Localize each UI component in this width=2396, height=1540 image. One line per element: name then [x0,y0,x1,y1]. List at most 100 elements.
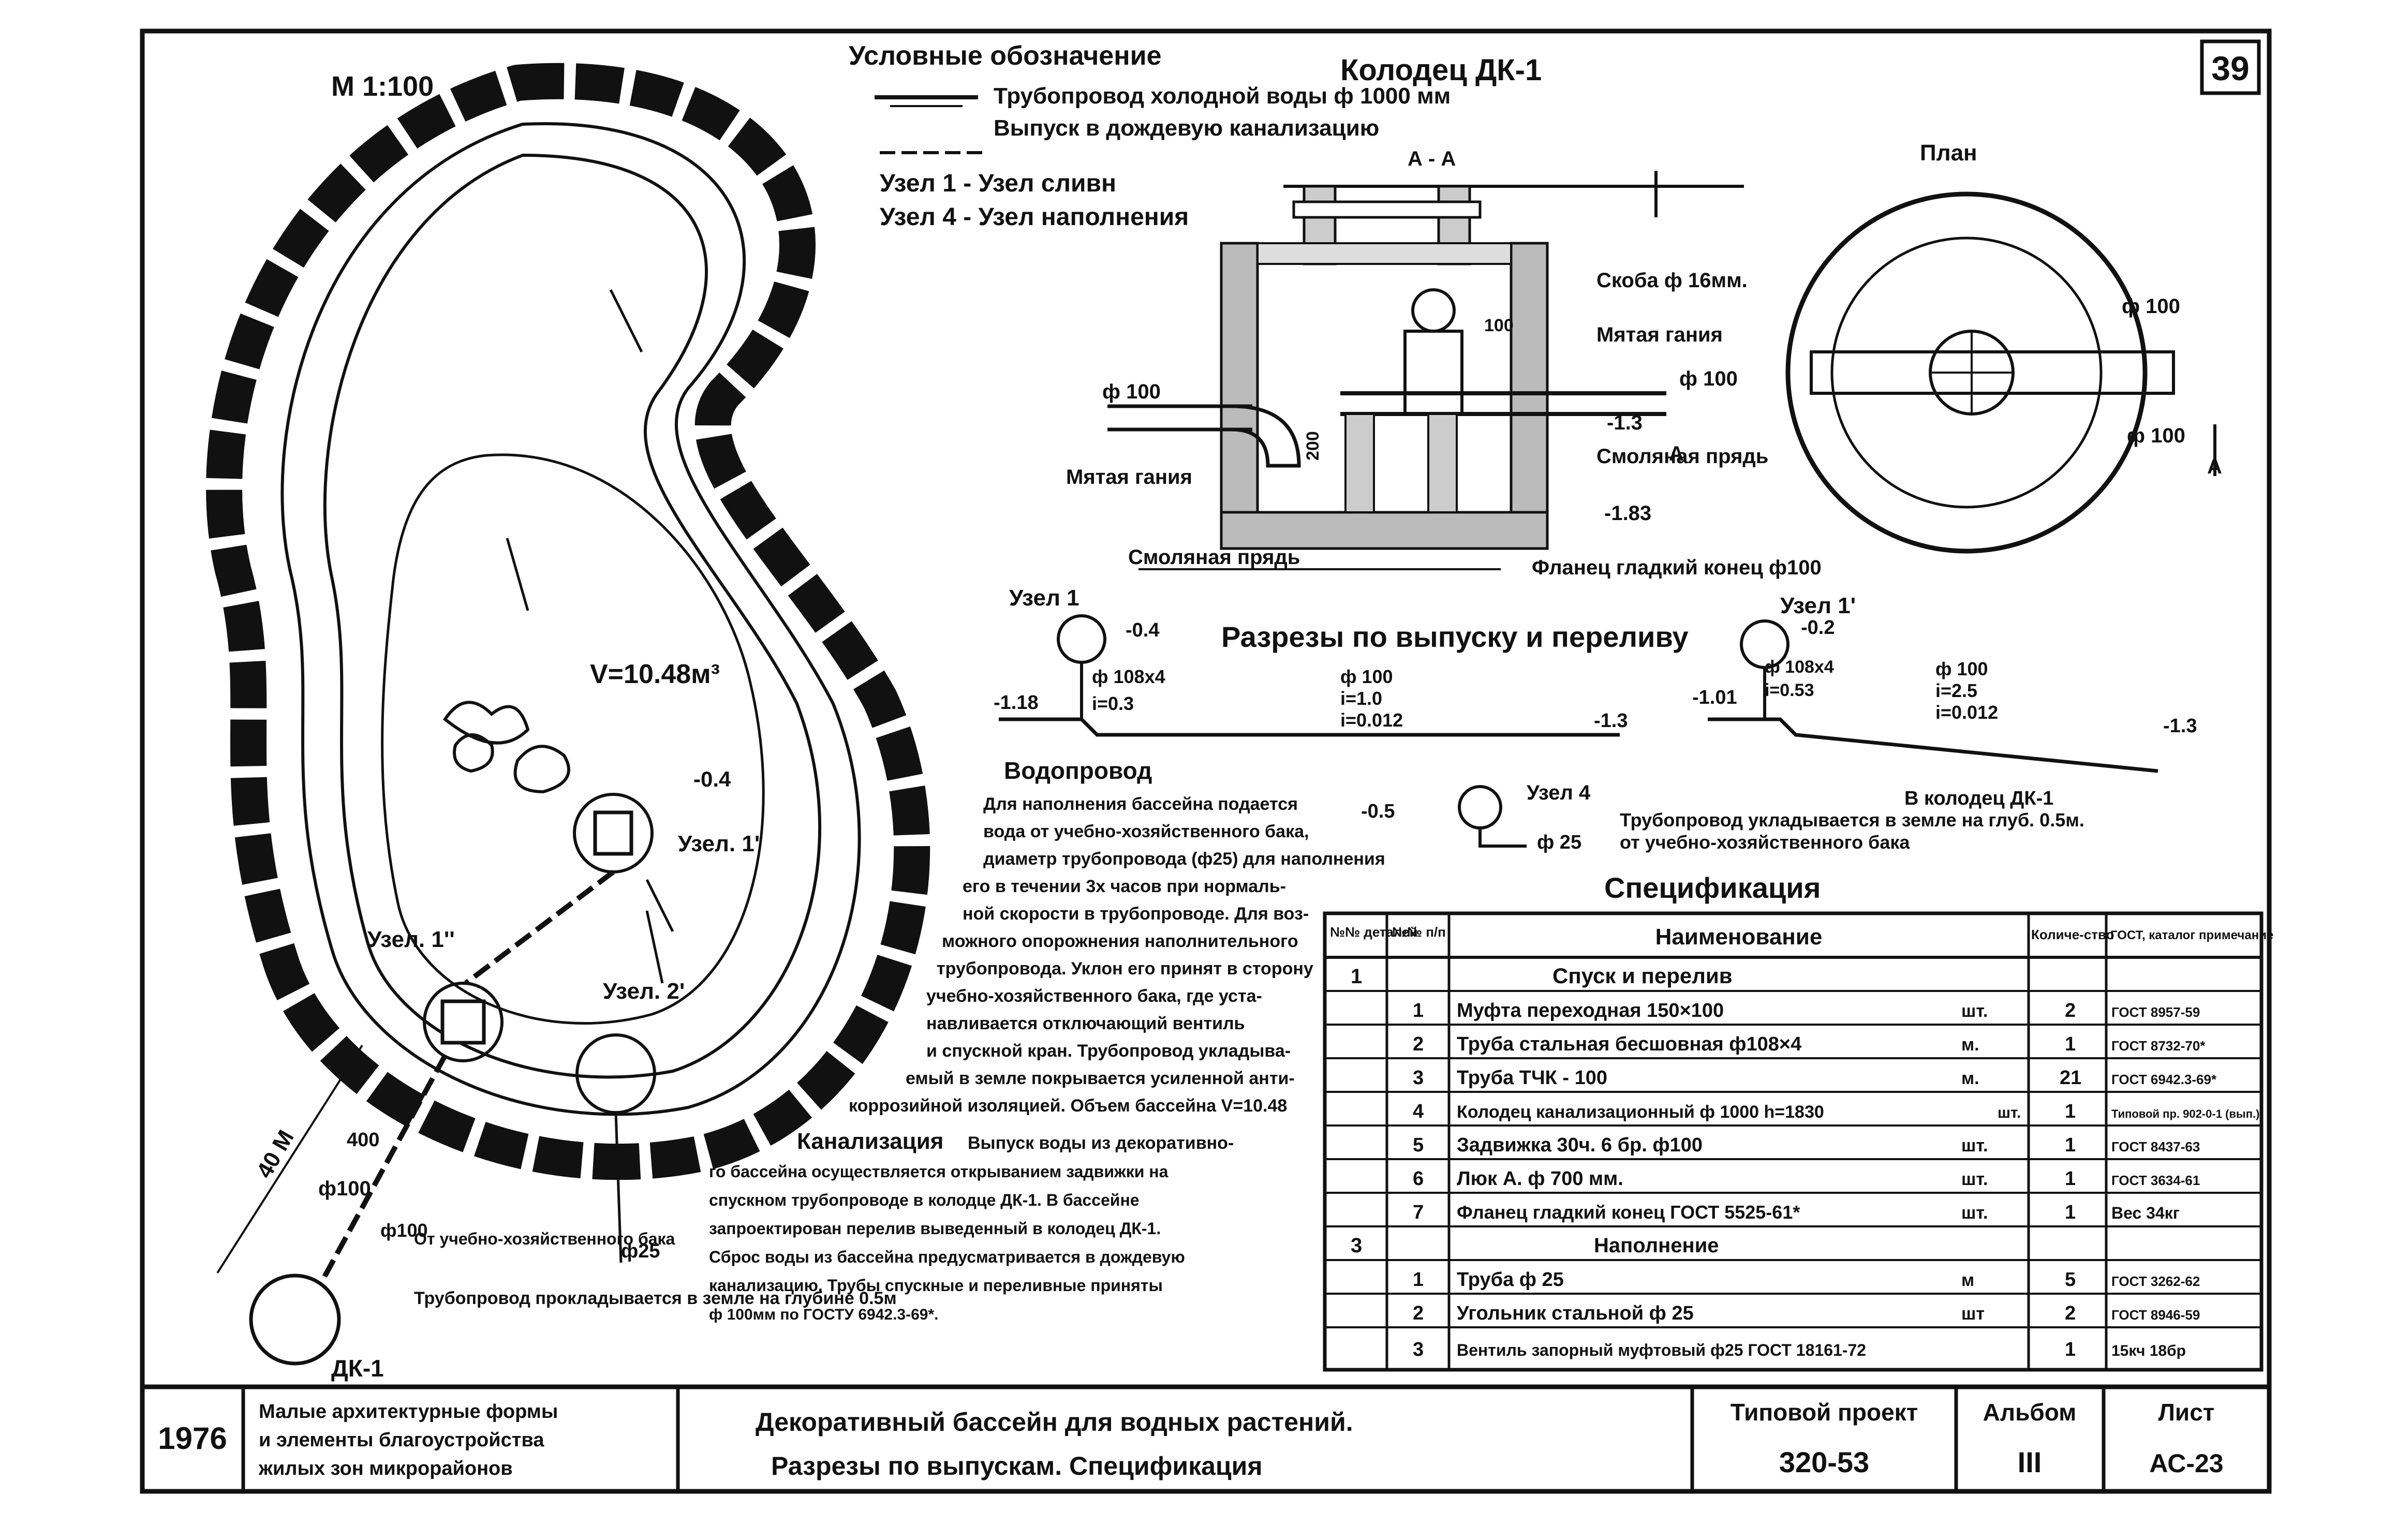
label-resin-strand: Смоляная прядь [1596,445,1768,468]
profile-right [1708,717,2158,773]
tb-series-1: и элементы благоустройства [259,1429,544,1451]
sections-title: Разрезы по выпуску и переливу [1221,620,1689,653]
plan-well-dk1 [249,1274,341,1366]
spec-r9-num: 1 [1413,1269,1424,1291]
plant-cluster [442,701,570,794]
spec-r10-name: Угольник стальной ф 25 [1457,1302,1694,1324]
spec-r1-num: 1 [1413,1000,1424,1021]
spec-r1-name: Муфта переходная 150×100 [1457,1000,1724,1021]
spec-h-det: №№ деталей [1330,924,1418,940]
plan-node1-double-label: Узел. 1'' [367,927,455,952]
spec-r4-note: Типовой пр. 902-0-1 (вып.) [2111,1107,2259,1120]
spec-r5-note: ГОСТ 8437-63 [2111,1139,2200,1154]
sec-label-12: ф 100 [1935,658,1988,679]
spec-table: Спецификация №№ деталей №№ п/п Наименова… [1323,871,2273,1372]
label-resin-bottom: Смоляная прядь [1128,546,1300,569]
node4-circle [1458,785,1502,830]
spec-h-num: №№ п/п [1392,924,1446,940]
sec-label-8: -0.2 [1801,617,1835,639]
spec-r3-unit: м. [1961,1069,1979,1088]
pool-contour-1 [323,153,822,1079]
spec-r7-qty: 1 [2065,1202,2076,1223]
plan-d100-top: ф 100 [2122,295,2180,318]
sec-label-15: -1.3 [2163,715,2197,737]
label-jute-left: Мятая гания [1066,466,1192,488]
plan-d100-bot: ф 100 [2127,424,2185,447]
plan-outer-ring [1785,191,2148,554]
tb-album-value: III [2018,1446,2042,1478]
spec-r5-unit: шт. [1961,1136,1988,1156]
spec-r10-qty: 2 [2065,1302,2076,1324]
spec-r0-name: Спуск и перелив [1552,964,1733,988]
sections: Разрезы по выпуску и переливу Узел 1 Узе… [994,585,2197,853]
well-cover [1292,200,1482,219]
legend: Условные обозначение Трубопровод холодно… [849,41,1451,231]
water-line-0: Для наполнения бассейна подается [983,794,1298,814]
spec-r9-note: ГОСТ 3262-62 [2111,1274,2200,1289]
plan-pipe-note: Трубопровод прокладывается в земле на гл… [414,1289,897,1308]
plan-d100: ф100 [318,1177,371,1200]
spec-r2-unit: м. [1961,1035,1979,1055]
sewer-line-4: Сброс воды из бассейна предусматривается… [709,1248,1185,1266]
water-line-1: вода от учебно-хозяйственного бака, [983,822,1309,841]
spec-r9-name: Труба ф 25 [1457,1269,1564,1291]
sheet-number-box [2200,39,2261,95]
plan-node2-label: Узел. 2' [603,979,685,1004]
sewer-line-5: канализацию. Трубы спускные и переливные… [709,1276,1163,1295]
water-text: Для наполнения бассейна подается вода от… [849,794,1385,1116]
spec-r9-qty: 5 [2065,1269,2076,1291]
spec-r5-name: Задвижка 30ч. 6 бр. ф100 [1457,1134,1703,1156]
well-plan: План ф 100 ф 100 А А [1654,140,2222,554]
spec-r2-name: Труба стальная бесшовная ф108×4 [1457,1033,1801,1055]
dim-100: 100 [1484,316,1514,335]
sewer-line-3: запроектирован перелив выведенный в коло… [709,1219,1161,1238]
spec-r4-qty: 1 [2065,1101,2076,1122]
profile-left [999,717,1620,737]
water-title: Водопровод [1004,757,1152,784]
tb-drawing-0: Декоративный бассейн для водных растений… [756,1408,1353,1437]
water-line-2: диаметр трубопровода (ф25) для наполнени… [983,849,1385,869]
slope-arrow-4 [645,879,674,932]
spec-h-note: ГОСТ, каталог примечание [2110,928,2273,942]
support-right [1427,413,1458,513]
overflow-pipe [464,870,615,985]
stone-border-outer [206,63,930,1180]
well-left-wall [1220,242,1259,550]
plan-level: -0.4 [693,767,731,791]
legend-item-3: Узел 1 - Узел сливн [880,170,1116,197]
spec-r8-name: Наполнение [1594,1234,1719,1257]
tb-project-label: Типовой проект [1731,1399,1918,1426]
valve-wheel [1411,288,1456,333]
spec-r11-num: 3 [1413,1339,1424,1360]
plan-d25: ф25 [621,1240,660,1262]
spec-r11-qty: 1 [2065,1339,2076,1360]
pool-plan: V=10.48м³ -0.4 Узел. 1' Узел. 1'' Узел. … [206,63,930,1382]
spec-title: Спецификация [1604,871,1821,904]
plan-inner-ring [1830,236,2103,509]
slope-arrow-2 [506,538,529,611]
legend-item-2: Выпуск в дождевую канализацию [994,115,1379,141]
to-well-label: В колодец ДК-1 [1904,788,2053,809]
node4-label: Узел 4 [1527,781,1591,804]
sec-label-1: ф 108х4 [1092,666,1165,687]
sheet-frame [140,28,2272,1494]
plan-label: План [1920,140,1977,166]
water-line-9: и спускной кран. Трубопровод укладыва- [926,1041,1291,1061]
plan-node1-double [423,982,504,1062]
valve-body [1403,330,1463,416]
spec-r5-num: 5 [1413,1134,1424,1156]
well-right-wall [1510,242,1549,550]
outlet-pipe [318,1054,448,1285]
spec-r2-qty: 1 [2065,1033,2076,1055]
plan-pipe [1810,350,2175,395]
sewer-title: Канализация [797,1129,943,1154]
arrow-label-b: А [2207,455,2222,478]
label-level-183: -1.83 [1604,502,1651,525]
label-d100-left: ф 100 [1102,380,1161,403]
slope-arrow-3 [645,910,664,984]
well-title: Колодец ДК-1 [1340,53,1542,87]
water-line-6: трубопровода. Уклон его принят в сторону [937,959,1313,979]
spec-r10-unit: шт [1961,1304,1985,1324]
spec-r10-num: 2 [1413,1302,1424,1324]
spec-r3-qty: 21 [2060,1067,2081,1089]
